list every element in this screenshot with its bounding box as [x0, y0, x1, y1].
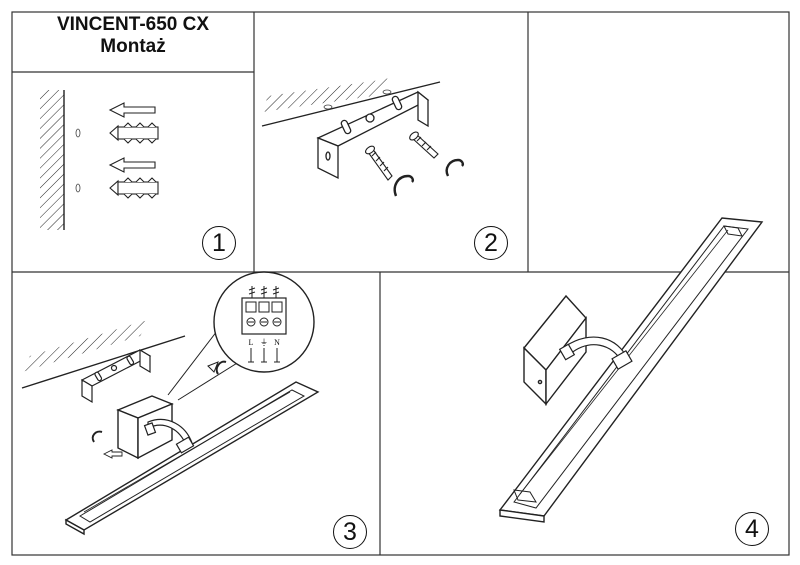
wall-plug-icon [109, 177, 159, 199]
step-number-3: 3 [333, 515, 367, 549]
page-title: VINCENT-650 CX Montaż [12, 14, 254, 58]
step-number-2: 2 [474, 226, 508, 260]
lamp-arm [143, 418, 195, 454]
screw-icon [365, 145, 393, 181]
wall-box [523, 294, 587, 407]
arrow-left-icon [108, 102, 156, 118]
step1-illustration [40, 90, 159, 230]
model-name: VINCENT-650 CX [56, 14, 210, 35]
hook-icon [91, 430, 103, 443]
step-number-1: 1 [202, 226, 236, 260]
step4-illustration [498, 217, 764, 523]
panel-frame [11, 11, 790, 556]
arrow-left-icon [108, 157, 156, 173]
wall-hatch [262, 78, 390, 112]
terminal-label-n: N [274, 338, 280, 347]
hook-icon [445, 158, 464, 177]
wall-box [116, 395, 174, 460]
step-number-4: 4 [735, 512, 769, 546]
wall-hatch [22, 320, 150, 372]
screw-icon [207, 361, 219, 373]
hook-icon [393, 174, 414, 197]
terminal-label-l: L [249, 338, 254, 347]
wall-plug-icon [109, 122, 159, 144]
terminal-block-detail [213, 271, 315, 373]
hook-icon [215, 360, 227, 375]
lamp-arm [558, 336, 633, 371]
arrow-left-icon [102, 449, 123, 459]
mounting-bracket [316, 90, 430, 180]
lamp-bar [64, 381, 320, 536]
mounting-bracket [80, 348, 152, 404]
screw-icon [409, 131, 439, 159]
step2-illustration [261, 78, 464, 197]
wall-hatch [40, 90, 64, 230]
section-title: Montaż [100, 36, 166, 57]
terminal-label-earth: ⏚ [260, 338, 268, 347]
step3-illustration: L ⏚ N [21, 271, 320, 536]
